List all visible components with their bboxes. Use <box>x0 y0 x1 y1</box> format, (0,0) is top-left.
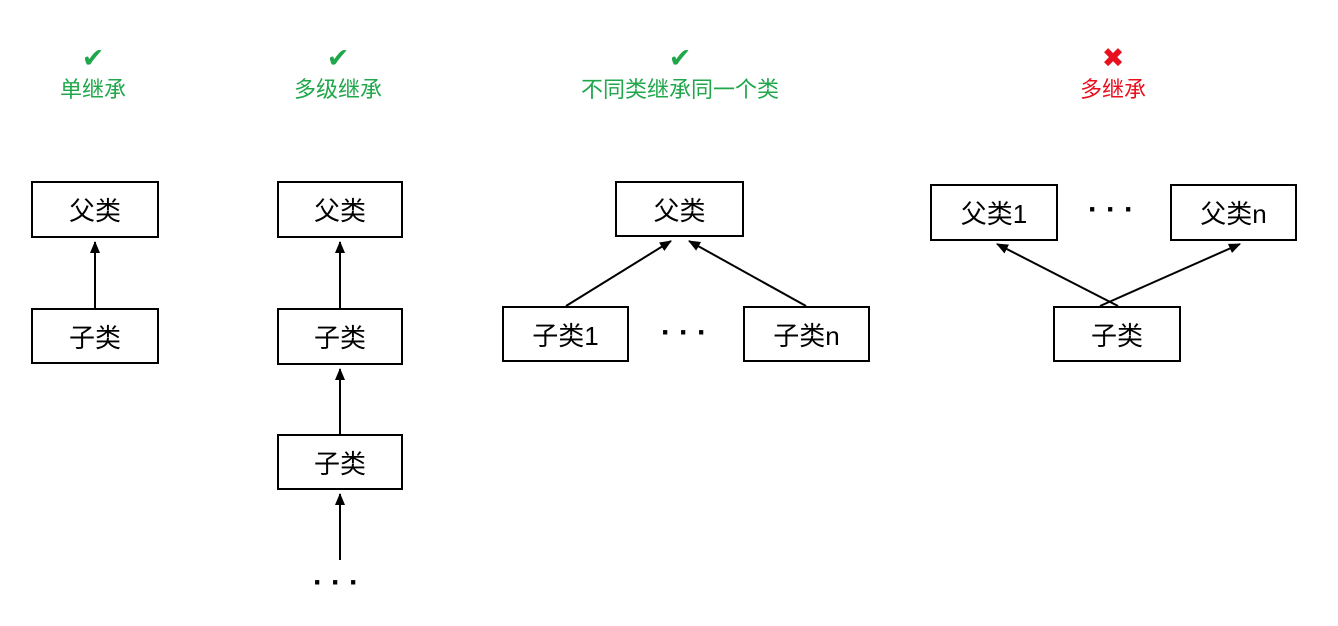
node-multiple-child: 子类 <box>1053 306 1181 362</box>
node-shared-child1: 子类1 <box>502 306 629 362</box>
header-multilevel-inheritance: ✔ 多级继承 <box>258 42 418 103</box>
node-multilevel-child2: 子类 <box>277 434 403 490</box>
check-icon: ✔ <box>81 43 105 73</box>
cross-icon: ✖ <box>1101 43 1125 73</box>
ellipsis-multiple: ··· <box>1088 193 1142 226</box>
section-title: 多级继承 <box>293 77 382 102</box>
section-title: 单继承 <box>59 77 126 102</box>
section-title: 多继承 <box>1079 77 1146 102</box>
node-multilevel-parent: 父类 <box>277 181 403 238</box>
check-icon: ✔ <box>326 43 350 73</box>
header-single-inheritance: ✔ 单继承 <box>13 42 173 103</box>
arrow-multiple-child-to-parent1 <box>996 243 1119 307</box>
node-single-parent: 父类 <box>31 181 159 238</box>
node-shared-parent: 父类 <box>615 181 744 237</box>
check-icon: ✔ <box>668 43 692 73</box>
arrow-multiple-child-to-parentn <box>1099 243 1241 307</box>
header-multiple-inheritance: ✖ 多继承 <box>1033 42 1193 103</box>
node-multilevel-child1: 子类 <box>277 308 403 365</box>
node-multiple-parent1: 父类1 <box>930 184 1058 241</box>
node-single-child: 子类 <box>31 308 159 364</box>
section-title: 不同类继承同一个类 <box>580 77 779 102</box>
header-shared-parent-inheritance: ✔ 不同类继承同一个类 <box>530 42 830 103</box>
ellipsis-multilevel: ··· <box>313 566 367 599</box>
node-multiple-parentn: 父类n <box>1170 184 1297 241</box>
ellipsis-shared: ··· <box>661 316 715 349</box>
node-shared-childn: 子类n <box>743 306 870 362</box>
arrow-shared-child1-to-parent <box>565 240 672 307</box>
arrow-shared-childn-to-parent <box>688 240 807 307</box>
